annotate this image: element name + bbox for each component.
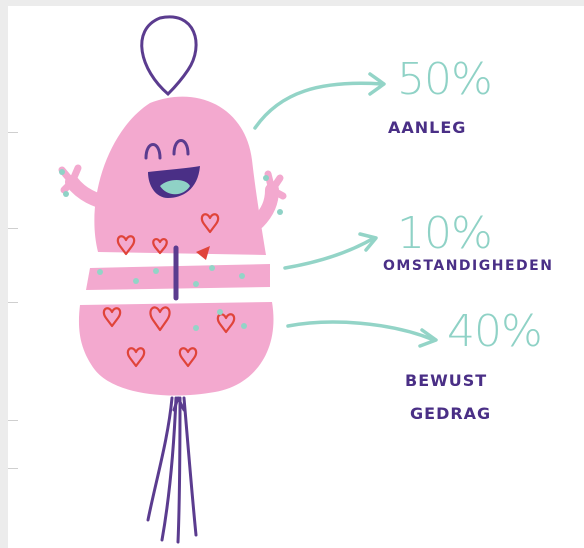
label-gedrag: GEDRAG: [410, 404, 491, 424]
label-omstandigheden: OMSTANDIGHEDEN: [383, 258, 553, 276]
percent-bewust-gedrag: 40%: [447, 310, 542, 354]
string: [184, 398, 196, 535]
right-arm: [258, 190, 272, 222]
label-bewust: BEWUST: [405, 371, 487, 391]
arrow-icon: [255, 83, 382, 128]
percent-aanleg: 50%: [397, 58, 492, 102]
hanging-loop: [142, 17, 196, 94]
percent-omstandigheden: 10%: [397, 212, 492, 256]
arrow-icon: [285, 238, 374, 268]
arrow-icon: [288, 322, 434, 340]
body-lower: [79, 302, 274, 396]
string: [178, 398, 180, 542]
label-aanleg: AANLEG: [388, 118, 466, 138]
right-hand: [268, 174, 283, 196]
